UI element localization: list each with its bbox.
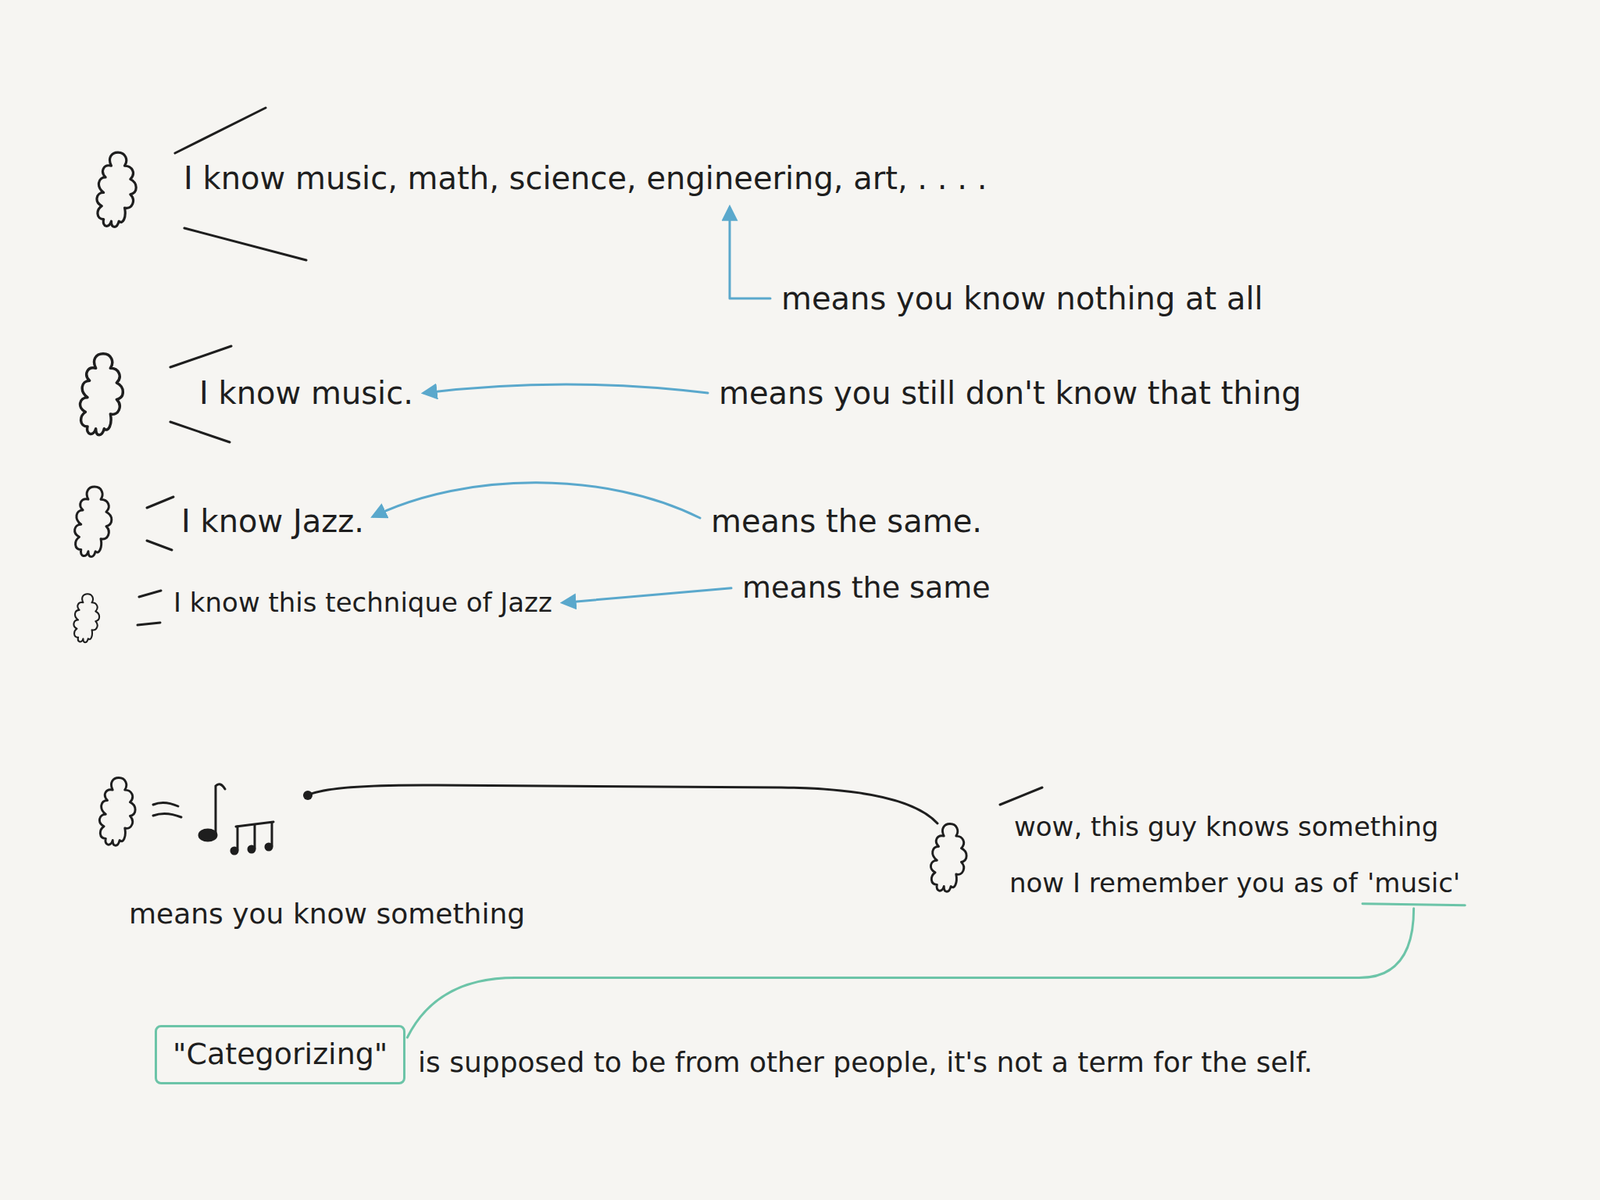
sound-line	[307, 785, 938, 824]
speech-mark	[137, 622, 161, 625]
person-figure	[73, 593, 100, 643]
note-text: means you still don't know that thing	[718, 374, 1302, 412]
speech-mark	[170, 421, 230, 443]
person-figure	[99, 778, 136, 847]
box-text: "Categorizing"	[172, 1036, 388, 1073]
speech-text: I know music.	[199, 374, 414, 412]
note-head	[265, 843, 272, 850]
leader-arrow	[563, 588, 732, 604]
speech-text: now I remember you as of	[1009, 867, 1358, 900]
speech-mark	[170, 346, 232, 368]
leader-arrow	[373, 482, 700, 518]
person-figure	[930, 824, 967, 893]
note-stems	[237, 822, 272, 850]
speech-mark	[139, 590, 161, 597]
leader-arrow	[424, 384, 708, 393]
speech-mark	[153, 813, 182, 818]
speech-mark	[146, 540, 172, 550]
speech-mark	[175, 107, 266, 154]
note-stem	[215, 784, 225, 835]
person-figure	[75, 486, 112, 558]
note-text: means the same	[742, 570, 991, 607]
speech-mark	[153, 802, 179, 807]
note-text: means the same.	[710, 502, 983, 540]
music-notes	[199, 784, 274, 854]
note-head	[199, 829, 217, 841]
speech-mark	[184, 228, 307, 261]
note-text: is supposed to be from other people, it'…	[417, 1045, 1313, 1079]
leader-arrow	[729, 207, 771, 299]
note-text: means you know nothing at all	[781, 279, 1264, 318]
note-text: means you know something	[128, 896, 525, 931]
person-figure	[80, 353, 124, 436]
person-figure	[96, 152, 136, 227]
note-head	[248, 846, 255, 853]
speech-marks	[137, 107, 1043, 818]
speech-text: I know Jazz.	[181, 502, 365, 540]
category-word: 'music'	[1367, 867, 1461, 900]
underline	[1362, 903, 1465, 906]
speech-text: I know music, math, science, engineering…	[183, 159, 987, 197]
category-box: "Categorizing"	[154, 1025, 406, 1085]
speech-mark	[1000, 787, 1043, 805]
note-head	[231, 847, 238, 854]
speech-text: I know this technique of Jazz	[173, 586, 553, 619]
speech-text: wow, this guy knows something	[1014, 810, 1439, 843]
leader-line	[407, 908, 1414, 1038]
speech-mark	[146, 496, 174, 508]
